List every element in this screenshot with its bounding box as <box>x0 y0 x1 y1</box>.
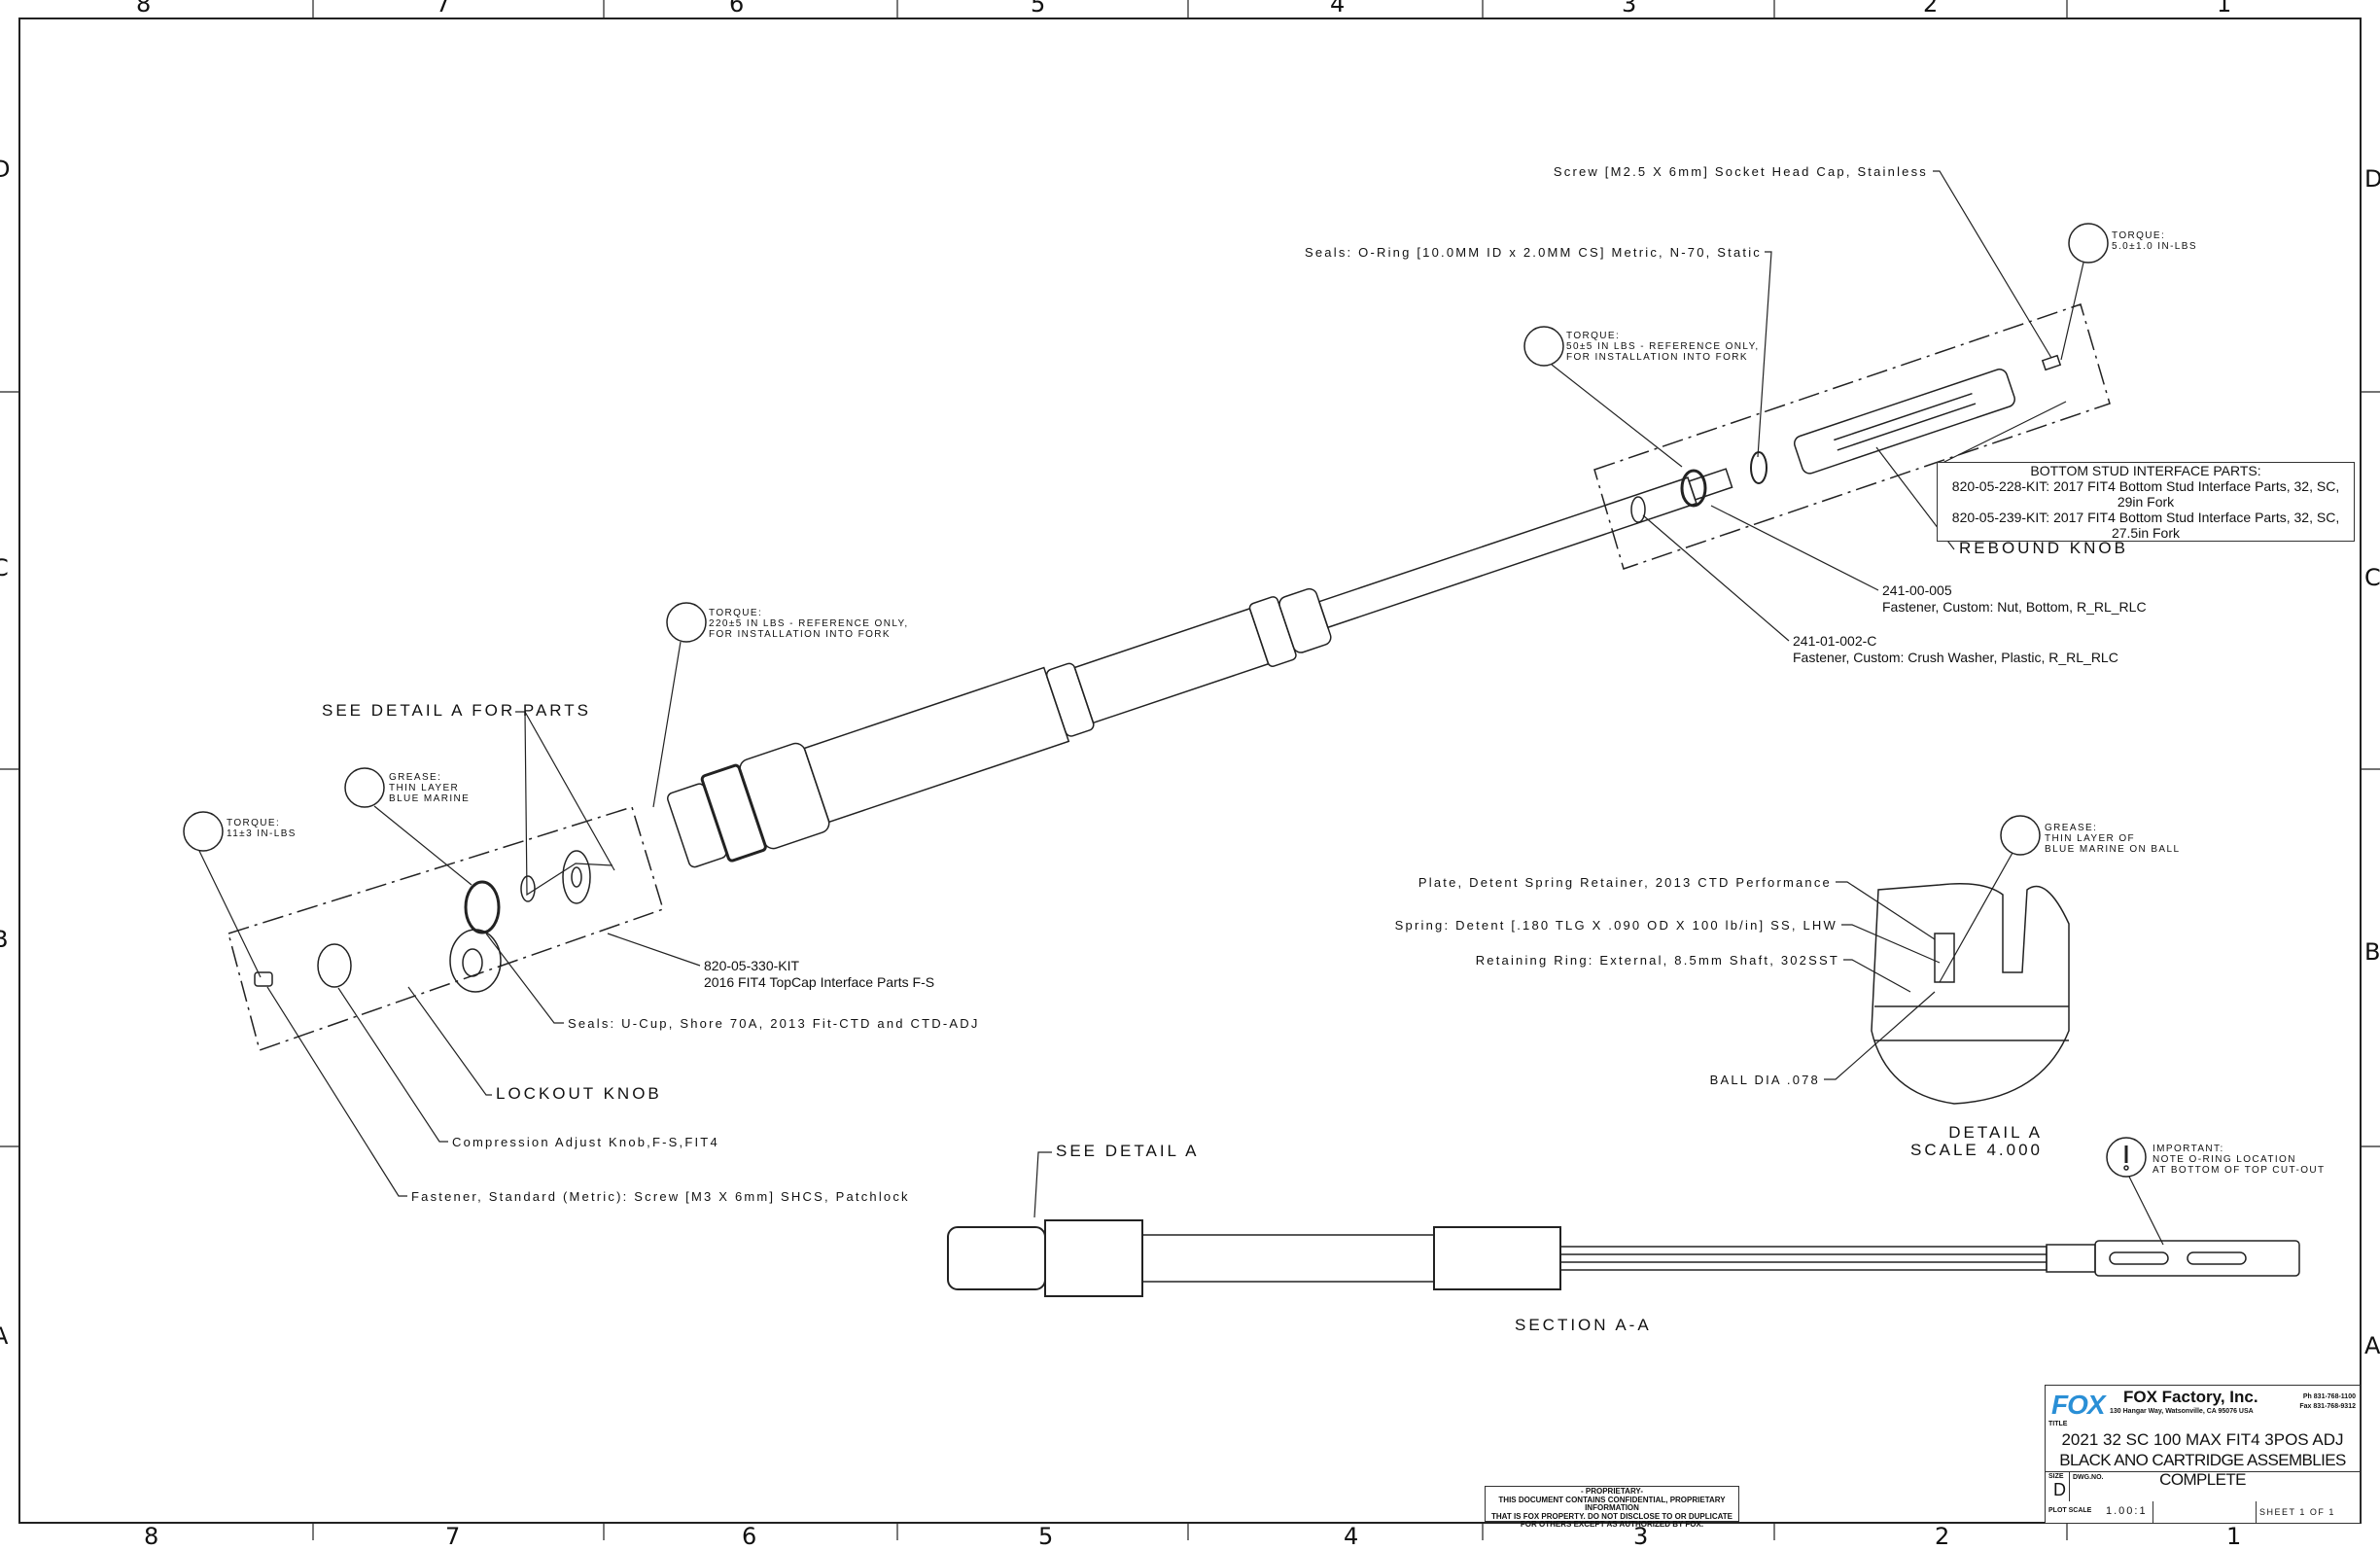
zone-label-left: C <box>0 554 9 581</box>
important-icon <box>2106 1137 2147 1178</box>
callout-lockout-knob: LOCKOUT KNOB <box>496 1084 662 1103</box>
zone-label-bottom: 6 <box>742 1523 757 1550</box>
callout-seals-ucup: Seals: U-Cup, Shore 70A, 2013 Fit-CTD an… <box>568 1016 980 1031</box>
zone-label-bottom: 1 <box>2226 1523 2242 1550</box>
zone-label-top: 5 <box>1031 0 1046 18</box>
callout-torque-50: TORQUE:50±5 IN LBS - REFERENCE ONLY,FOR … <box>1566 331 1760 363</box>
plot-scale-label: PLOT SCALE <box>2048 1507 2092 1514</box>
title-block-footer: SIZE D DWG.NO. PLOT SCALE 1.00:1 SHEET 1… <box>2046 1471 2360 1523</box>
zone-label-bottom: 5 <box>1038 1523 1054 1550</box>
divider <box>2069 1472 2070 1501</box>
company-header: FOX FOX Factory, Inc. 130 Hangar Way, Wa… <box>2046 1388 2360 1425</box>
torque-icon <box>1523 326 1564 367</box>
callout-screw-m25: Screw [M2.5 X 6mm] Socket Head Cap, Stai… <box>1553 164 1928 179</box>
callout-compression-knob: Compression Adjust Knob,F-S,FIT4 <box>452 1135 719 1149</box>
size-value: D <box>2053 1480 2066 1499</box>
cartridge-assembly <box>667 468 1733 868</box>
sheet-number: SHEET 1 OF 1 <box>2259 1507 2335 1517</box>
zone-label-right: B <box>2364 938 2380 966</box>
zone-label-top: 2 <box>1923 0 1939 18</box>
divider <box>2152 1501 2153 1523</box>
callout-retaining-ring: Retaining Ring: External, 8.5mm Shaft, 3… <box>1475 953 1839 968</box>
callout-fastener-m3: Fastener, Standard (Metric): Screw [M3 X… <box>411 1189 910 1204</box>
callout-torque-11: TORQUE:11±3 IN-LBS <box>227 818 297 839</box>
company-fax: Fax 831-768-9312 <box>2299 1403 2356 1410</box>
bottom-stud-kit-boundary <box>1593 303 2111 570</box>
callout-torque-220: TORQUE:220±5 IN LBS - REFERENCE ONLY,FOR… <box>709 608 909 640</box>
zone-label-right: C <box>2364 564 2380 591</box>
section-aa-view <box>947 1219 2300 1297</box>
callout-torque-5: TORQUE:5.0±1.0 IN-LBS <box>2112 230 2197 252</box>
zone-label-top: 8 <box>136 0 152 18</box>
callout-see-detail-parts: SEE DETAIL A FOR PARTS <box>322 701 591 720</box>
title-label: TITLE <box>2048 1421 2068 1427</box>
fox-logo: FOX <box>2051 1390 2106 1420</box>
zone-label-bottom: 8 <box>144 1523 159 1550</box>
detail-a-view <box>1871 883 2070 1105</box>
company-address: 130 Hangar Way, Watsonville, CA 95076 US… <box>2110 1408 2254 1415</box>
zone-label-right: A <box>2364 1332 2380 1359</box>
company-phone: Ph 831-768-1100 <box>2302 1393 2356 1400</box>
zone-label-left: A <box>0 1322 9 1350</box>
zone-label-right: D <box>2364 165 2380 193</box>
torque-icon <box>183 811 224 852</box>
section-aa-label: SECTION A-A <box>1515 1316 1652 1334</box>
torque-icon <box>666 602 707 643</box>
zone-label-left: B <box>0 926 9 953</box>
zone-label-top: 7 <box>436 0 451 18</box>
zone-label-bottom: 4 <box>1344 1523 1359 1550</box>
zone-label-bottom: 7 <box>445 1523 461 1550</box>
dwg-no-label: DWG.NO. <box>2073 1474 2104 1481</box>
callout-rebound-knob: REBOUND KNOB <box>1959 539 2128 557</box>
zone-label-bottom: 2 <box>1935 1523 1950 1550</box>
drawing-title-line1: 2021 32 SC 100 MAX FIT4 3POS ADJ <box>2061 1430 2344 1449</box>
zone-label-top: 4 <box>1330 0 1346 18</box>
callout-plate-detent: Plate, Detent Spring Retainer, 2013 CTD … <box>1418 875 1832 890</box>
zone-label-top: 3 <box>1622 0 1637 18</box>
zone-label-top: 6 <box>729 0 745 18</box>
zone-label-top: 1 <box>2217 0 2232 18</box>
drawing-title-line2: BLACK ANO CARTRIDGE ASSEMBLIES COMPLETE <box>2059 1451 2346 1489</box>
size-label: SIZE <box>2048 1473 2064 1480</box>
proprietary-notice: - PROPRIETARY-THIS DOCUMENT CONTAINS CON… <box>1485 1486 1739 1529</box>
zone-label-left: D <box>0 156 11 183</box>
title-block: FOX FOX Factory, Inc. 130 Hangar Way, Wa… <box>2045 1385 2361 1524</box>
plot-scale-value: 1.00:1 <box>2106 1505 2148 1517</box>
company-name: FOX Factory, Inc. <box>2123 1388 2258 1406</box>
bottom-stud-kit-note: BOTTOM STUD INTERFACE PARTS:820-05-228-K… <box>1937 462 2355 542</box>
torque-icon <box>2068 223 2109 264</box>
grease-icon <box>2000 815 2041 856</box>
sheet-border <box>18 18 2362 1524</box>
divider <box>2256 1501 2257 1523</box>
callout-seals-oring: Seals: O-Ring [10.0MM ID x 2.0MM CS] Met… <box>1305 245 1762 260</box>
callout-ball-dia: BALL DIA .078 <box>1709 1073 1820 1087</box>
callout-see-detail-a: SEE DETAIL A <box>1056 1142 1200 1160</box>
callout-spring-detent: Spring: Detent [.180 TLG X .090 OD X 100… <box>1394 918 1838 933</box>
topcap-kit-boundary <box>228 806 664 1051</box>
grease-icon <box>344 767 385 808</box>
